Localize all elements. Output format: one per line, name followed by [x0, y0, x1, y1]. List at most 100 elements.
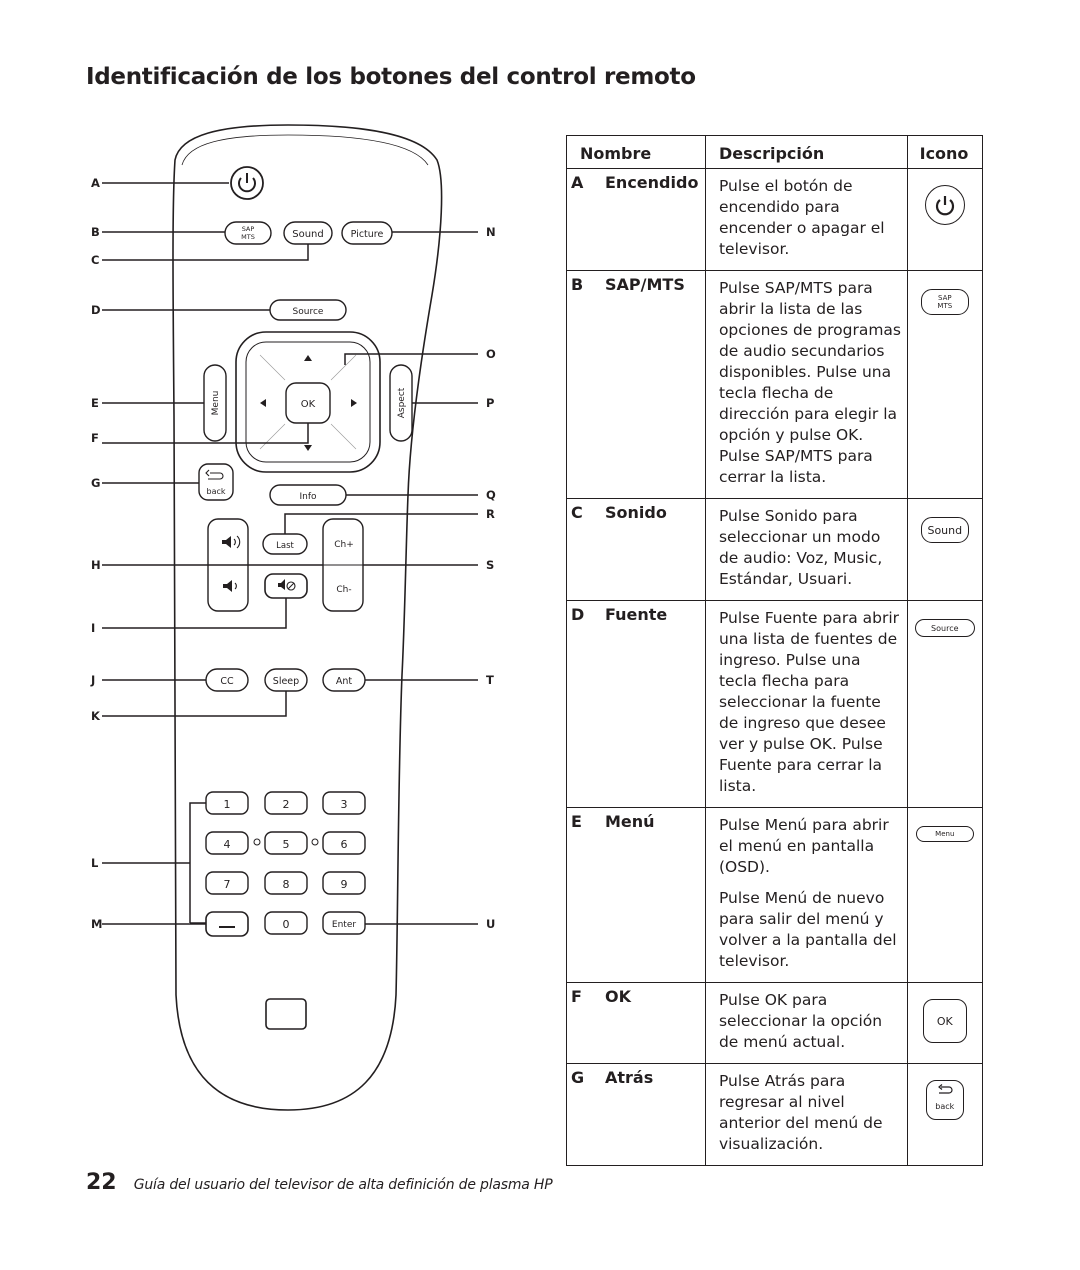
- remote-key-1-label: 1: [224, 798, 231, 811]
- remote-picture-label: Picture: [351, 229, 384, 240]
- remote-channel-rocker[interactable]: Ch+ Ch-: [322, 518, 364, 612]
- row-name-cell: E Menú: [566, 807, 706, 983]
- row-letter: D: [571, 605, 585, 624]
- row-icon-cell: Source: [906, 600, 984, 808]
- remote-sound-button[interactable]: Sound: [283, 221, 333, 245]
- row-description-text: Pulse el botón de encendido para encende…: [718, 177, 885, 258]
- callout-letters: A B C D E F G H I J K L M N O P Q R S T …: [90, 176, 496, 931]
- remote-picture-button[interactable]: Picture: [341, 221, 393, 245]
- callout-letter-e: E: [91, 396, 99, 410]
- power-icon: [924, 185, 965, 225]
- page-footer: 22 Guía del usuario del televisor de alt…: [86, 1170, 553, 1195]
- remote-last-button[interactable]: Last: [262, 533, 308, 555]
- remote-key-3[interactable]: 3: [322, 791, 366, 815]
- row-letter: E: [571, 812, 582, 831]
- remote-dash-button[interactable]: [205, 911, 249, 937]
- callout-letter-g: G: [91, 476, 100, 490]
- row-description-text: Pulse Menú de nuevo para salir del menú …: [718, 889, 897, 970]
- remote-key-8[interactable]: 8: [264, 871, 308, 895]
- back-icon-label: back: [935, 1101, 955, 1111]
- callout-lines: [102, 182, 478, 925]
- remote-illustration: SAP MTS Sound Picture Source OK Menu: [90, 124, 496, 1111]
- callout-letter-s: S: [486, 558, 494, 572]
- remote-key-7[interactable]: 7: [205, 871, 249, 895]
- remote-cc-button[interactable]: CC: [205, 668, 249, 692]
- remote-ant-button[interactable]: Ant: [322, 668, 366, 692]
- volume-up-icon[interactable]: [222, 535, 241, 549]
- row-name: Atrás: [605, 1068, 654, 1087]
- callout-letter-a: A: [91, 176, 100, 190]
- remote-key-5-label: 5: [283, 838, 290, 851]
- right-arrow-icon[interactable]: [351, 399, 357, 407]
- callout-letter-t: T: [486, 673, 494, 687]
- back-arrow-icon: [937, 1083, 953, 1094]
- remote-body-inner: [181, 134, 429, 166]
- remote-ant-label: Ant: [336, 676, 353, 687]
- row-name: Encendido: [605, 173, 699, 192]
- row-description-text: Pulse SAP/MTS para abrir la lista de las…: [718, 279, 901, 486]
- remote-key-4[interactable]: 4: [205, 831, 249, 855]
- header-description: Descripción: [704, 135, 908, 169]
- remote-key-0[interactable]: 0: [264, 911, 308, 935]
- row-description: Pulse Fuente para abrir una lista de fue…: [704, 600, 908, 808]
- remote-mts-label: MTS: [241, 233, 255, 241]
- remote-power-button[interactable]: [230, 166, 264, 200]
- row-letter: F: [571, 987, 582, 1006]
- sap-mts-icon-top: SAP: [938, 294, 952, 302]
- volume-down-icon[interactable]: [223, 580, 237, 592]
- row-icon-cell: Menu: [906, 807, 984, 983]
- remote-key-2-label: 2: [283, 798, 290, 811]
- remote-mute-button[interactable]: [264, 573, 308, 599]
- remote-dpad[interactable]: [235, 331, 381, 473]
- remote-sapmts-button[interactable]: SAP MTS: [224, 221, 272, 245]
- header-name: Nombre: [566, 135, 706, 169]
- remote-diagram: SAP MTS Sound Picture Source OK Menu: [80, 115, 520, 1145]
- remote-key-6-label: 6: [341, 838, 348, 851]
- remote-source-button[interactable]: Source: [269, 299, 347, 321]
- remote-aspect-button[interactable]: Aspect: [389, 364, 413, 442]
- row-description: Pulse Atrás para regresar al nivel anter…: [704, 1063, 908, 1166]
- remote-enter-button[interactable]: Enter: [322, 911, 366, 935]
- remote-key-5[interactable]: 5: [264, 831, 308, 855]
- row-name-cell: D Fuente: [566, 600, 706, 808]
- left-arrow-icon[interactable]: [260, 399, 266, 407]
- row-letter: C: [571, 503, 583, 522]
- remote-key-9[interactable]: 9: [322, 871, 366, 895]
- remote-sap-label: SAP: [242, 225, 255, 233]
- row-name: SAP/MTS: [605, 275, 685, 294]
- row-icon-cell: Sound: [906, 498, 984, 601]
- row-name: Fuente: [605, 605, 668, 624]
- remote-bottom-button[interactable]: [265, 998, 307, 1030]
- remote-ok-button[interactable]: OK: [285, 382, 331, 424]
- down-arrow-icon[interactable]: [304, 445, 312, 451]
- row-icon-cell: back: [906, 1063, 984, 1166]
- remote-info-label: Info: [299, 492, 317, 502]
- up-arrow-icon[interactable]: [304, 355, 312, 361]
- remote-sleep-label: Sleep: [273, 676, 299, 687]
- remote-key-7-label: 7: [224, 878, 231, 891]
- callout-letter-i: I: [91, 621, 95, 635]
- remote-back-label: back: [206, 487, 225, 496]
- remote-source-label: Source: [293, 307, 324, 317]
- table-header-row: Nombre Descripción Icono: [566, 135, 984, 169]
- remote-sleep-button[interactable]: Sleep: [264, 668, 308, 692]
- row-name: Menú: [605, 812, 655, 831]
- table-row: D Fuente Pulse Fuente para abrir una list…: [566, 600, 984, 808]
- remote-info-button[interactable]: Info: [269, 484, 347, 506]
- remote-key-3-label: 3: [341, 798, 348, 811]
- remote-back-button[interactable]: back: [198, 463, 234, 501]
- remote-menu-button[interactable]: Menu: [203, 364, 227, 442]
- page-number: 22: [86, 1170, 117, 1195]
- remote-key-1[interactable]: 1: [205, 791, 249, 815]
- row-icon-cell: SAP MTS: [906, 270, 984, 499]
- remote-key-0-label: 0: [283, 918, 290, 931]
- remote-key-6[interactable]: 6: [322, 831, 366, 855]
- remote-key-2[interactable]: 2: [264, 791, 308, 815]
- row-description: Pulse el botón de encendido para encende…: [704, 168, 908, 271]
- row-description: Pulse OK para seleccionar la opción de m…: [704, 982, 908, 1064]
